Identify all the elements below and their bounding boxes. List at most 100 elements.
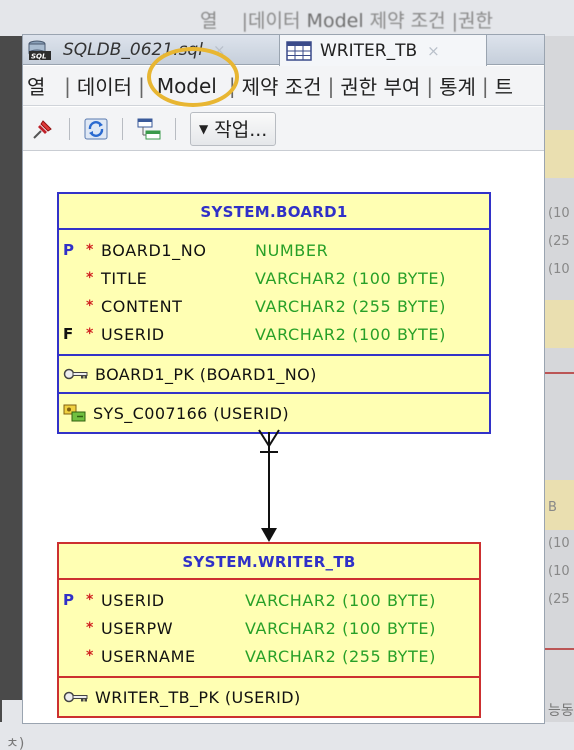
refresh-icon[interactable] [82,115,110,143]
background-line [544,372,574,374]
entity-column-row: * TITLE VARCHAR2 (100 BYTE) [59,264,489,292]
object-subtab-bar: 열 | 데이터 | Model | 제약 조건 | 권한 부여 | 통계 | 트 [23,66,544,106]
subtab-grants[interactable]: 권한 부여 [340,75,421,99]
entity-column-row: F * USERID VARCHAR2 (100 BYTE) [59,320,489,348]
background-menu-item: |권한 [451,10,494,32]
column-type: NUMBER [255,240,329,260]
background-menu-item: 열 [200,10,218,32]
layout-icon[interactable] [135,115,163,143]
column-type: VARCHAR2 (100 BYTE) [255,324,446,344]
foreign-key-flag: F [63,325,74,343]
entity-title: SYSTEM.BOARD1 [59,194,489,230]
entity-title: SYSTEM.WRITER_TB [59,544,479,580]
primary-key-label: WRITER_TB_PK (USERID) [95,687,301,707]
entity-column-row: * CONTENT VARCHAR2 (255 BYTE) [59,292,489,320]
background-bottom-text: ㅊ) [6,736,25,750]
required-marker: * [86,648,94,664]
toolbar-separator [69,117,70,140]
background-bottom-bar [0,722,574,750]
background-band [544,480,574,530]
required-marker: * [86,592,94,608]
pin-icon[interactable] [29,115,57,143]
entity-column-row: P * BOARD1_NO NUMBER [59,236,489,264]
tab-writer-tb[interactable]: WRITER_TB × [279,35,487,66]
tab-close-icon[interactable]: × [212,41,226,59]
entity-primary-key-section: BOARD1_PK (BOARD1_NO) [59,354,489,392]
subtab-constraints[interactable]: 제약 조건 [241,75,322,99]
background-menu-item: |데이터 [241,10,301,32]
entity-primary-key-section: WRITER_TB_PK (USERID) [59,676,479,716]
toolbar-separator [122,117,123,140]
subtab-separator: | [51,73,71,98]
required-marker: * [86,326,94,342]
tab-sqldb-file[interactable]: SQL SQLDB_0621.sql × [23,35,273,65]
actions-label: 작업... [214,119,268,141]
background-ghost-text: (10 [548,262,570,277]
column-type: VARCHAR2 (100 BYTE) [255,268,446,288]
column-type: VARCHAR2 (255 BYTE) [245,646,436,666]
subtab-data[interactable]: 데이터 [76,75,133,99]
required-marker: * [86,242,94,258]
tab-close-icon[interactable]: × [427,41,440,60]
sql-file-icon: SQL [28,40,51,61]
actions-dropdown-button[interactable]: ▼ 작업... [190,111,277,146]
column-name: USERID [101,324,165,344]
background-right-text: 능동 [548,703,574,719]
editor-window: SQL SQLDB_0621.sql × WRITER_TB × 열 | 데이터… [22,34,545,724]
column-name: BOARD1_NO [101,240,207,260]
background-menu-item: Model [306,10,364,32]
chevron-down-icon: ▼ [199,121,209,136]
entity-column-row: * USERPW VARCHAR2 (100 BYTE) [59,614,479,642]
background-line [544,648,574,650]
primary-key-flag: P [63,241,75,259]
entity-column-list: P * BOARD1_NO NUMBER * TITLE VARCHAR2 (1… [59,230,489,354]
primary-key-flag: P [63,591,75,609]
model-diagram-canvas[interactable]: SYSTEM.BOARD1 P * BOARD1_NO NUMBER * TIT… [23,152,544,723]
required-marker: * [86,298,94,314]
foreign-key-label: SYS_C007166 (USERID) [93,403,290,423]
entity-foreign-key-section: SYS_C007166 (USERID) [59,392,489,432]
column-name: USERID [101,590,165,610]
background-ghost-text: B [548,500,557,515]
subtab-separator: | [228,73,236,98]
background-ghost-text: (25 [548,592,570,607]
column-type: VARCHAR2 (100 BYTE) [245,618,436,638]
primary-key-label: BOARD1_PK (BOARD1_NO) [95,364,317,384]
entity-writer-tb[interactable]: SYSTEM.WRITER_TB P * USERID VARCHAR2 (10… [57,542,481,718]
background-ghost-text: (10 [548,536,570,551]
entity-column-row: P * USERID VARCHAR2 (100 BYTE) [59,586,479,614]
required-marker: * [86,620,94,636]
column-name: USERNAME [101,646,196,666]
table-grid-icon [286,40,312,61]
column-name: USERPW [101,618,174,638]
tab-label: SQLDB_0621.sql [63,40,203,60]
key-icon [63,691,88,703]
subtab-separator: | [327,73,335,98]
key-icon [63,368,88,380]
pin-icon-graphic [33,119,52,139]
relationship-connector[interactable] [249,428,289,544]
background-band [544,130,574,178]
subtab-statistics[interactable]: 통계 [439,75,476,99]
required-marker: * [86,270,94,286]
svg-text:SQL: SQL [31,53,46,61]
entity-board1[interactable]: SYSTEM.BOARD1 P * BOARD1_NO NUMBER * TIT… [57,192,491,434]
background-menu-bar: 열 |데이터 Model 제약 조건 |권한 [0,0,574,36]
refresh-icon-graphic [84,118,108,139]
subtab-triggers[interactable]: 트 [494,75,514,99]
background-ghost-text: (10 [548,564,570,579]
column-name: CONTENT [101,296,183,316]
subtab-separator: | [426,73,434,98]
subtab-columns[interactable]: 열 [27,75,46,99]
editor-tab-bar: SQL SQLDB_0621.sql × WRITER_TB × [23,35,544,66]
entity-column-row: * USERNAME VARCHAR2 (255 BYTE) [59,642,479,670]
subtab-model[interactable]: Model [156,73,217,98]
background-ghost-text: (10 [548,206,570,221]
background-ghost-text: (25 [548,234,570,249]
entity-column-list: P * USERID VARCHAR2 (100 BYTE) * USERPW … [59,580,479,676]
column-name: TITLE [101,268,148,288]
model-toolbar: ▼ 작업... [23,107,544,151]
toolbar-separator [175,117,176,140]
subtab-separator: | [138,73,145,98]
background-menu: 열 |데이터 Model 제약 조건 |권한 [200,6,493,33]
